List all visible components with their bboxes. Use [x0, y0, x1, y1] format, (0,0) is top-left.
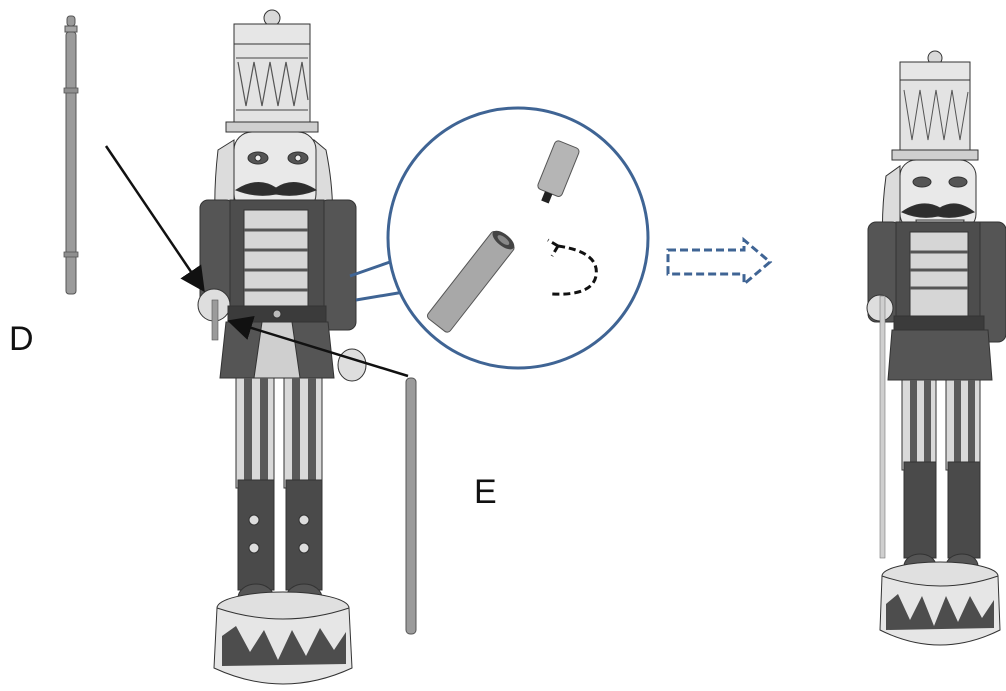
dashed-right-arrow-icon	[668, 240, 770, 284]
part-e-cane	[406, 378, 416, 634]
part-d-cane	[64, 16, 78, 294]
nutcracker-figure-left	[198, 10, 366, 684]
callout-detail	[388, 108, 648, 368]
part-e-label: E	[474, 475, 497, 509]
pointer-arrow-d	[106, 146, 202, 288]
nutcracker-figure-assembled	[867, 51, 1006, 645]
part-d-label: D	[9, 322, 34, 356]
